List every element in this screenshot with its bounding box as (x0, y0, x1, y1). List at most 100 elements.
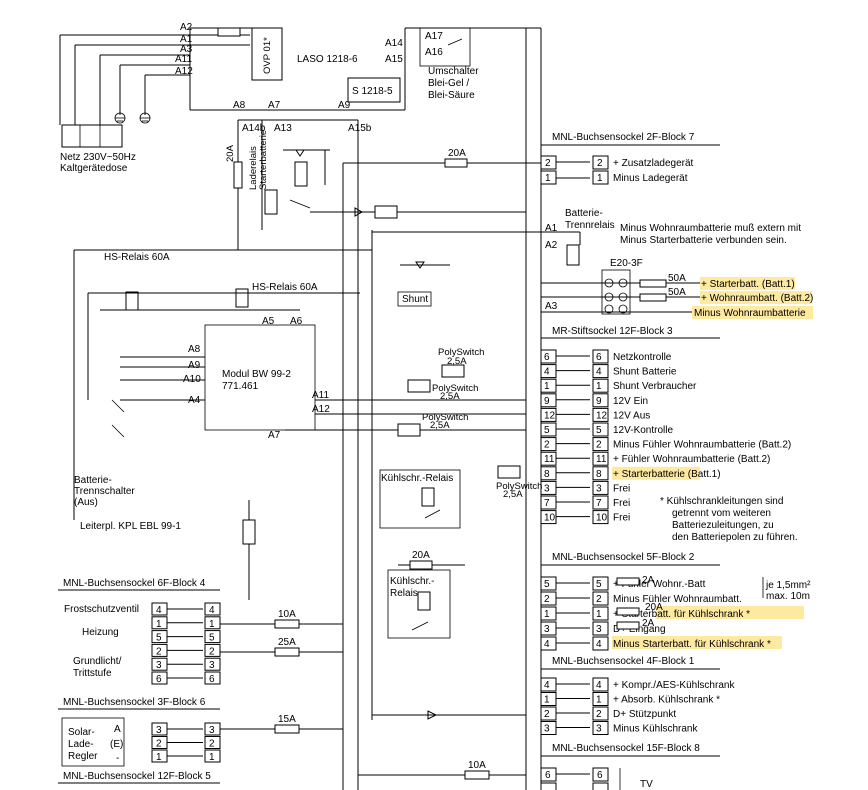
trenn-note-2: Minus Starterbatterie verbunden sein. (620, 235, 787, 246)
trennschalter-3: (Aus) (74, 497, 98, 508)
block3-pin-left: 4 (544, 367, 550, 378)
terminal-a2: A2 (180, 22, 193, 33)
main-buses (237, 27, 542, 790)
diode-icon (415, 261, 425, 269)
block2-pin-right: 4 (596, 639, 602, 650)
block4-pin-right: 3 (209, 660, 215, 671)
block3-pin-right: 7 (596, 498, 602, 509)
block7-pin-right: 2 (597, 158, 603, 169)
top-section: Netz 230V~50Hz Kaltgerätedose A2 A1 A3 A… (59, 22, 541, 219)
block3-pin-left: 6 (544, 352, 550, 363)
shunt-box (397, 291, 432, 307)
kuehl-note-2: getrennt vom weiteren (672, 508, 771, 519)
module-label-1: Modul BW 99-2 (222, 369, 291, 380)
block3-pin-right: 10 (596, 513, 608, 524)
laderelais-coil (264, 189, 278, 215)
terminal-a9: A9 (338, 100, 351, 111)
hs-relay-1-label: HS-Relais 60A (104, 252, 170, 263)
block3-pin-right: 1 (596, 381, 602, 392)
block3-label: 12V Aus (613, 410, 650, 421)
block2-fuse-3: 2A (642, 618, 655, 629)
block3-pin-left: 7 (544, 498, 550, 509)
block2-pin-right: 5 (596, 579, 602, 590)
block3-pin-right: 2 (596, 440, 602, 451)
block8-title: MNL-Buchsensockel 15F-Block 8 (552, 743, 700, 754)
left-area: Batterie- Trennschalter (Aus) Leiterpl. … (74, 475, 256, 600)
block3-label: Frei (613, 513, 630, 524)
kuehl-relay-frame (379, 469, 461, 529)
block4-pin-left: 6 (156, 674, 162, 685)
block2-label: Minus Starterbatt. für Kühlschrank * (613, 639, 771, 650)
terminal-a11: A11 (175, 54, 192, 65)
block3-pin-left: 8 (544, 469, 550, 480)
block1-label: D+ Stützpunkt (613, 709, 676, 720)
block3-label: Netzkontrolle (613, 352, 672, 363)
out-minus-wohnraum: Minus Wohnraumbatterie (694, 308, 806, 319)
kuehl-note-4: den Batteriepolen zu führen. (672, 532, 798, 543)
block2-note-2: max. 10m (766, 591, 810, 602)
fuse-50a (639, 293, 667, 302)
fuse-50a-label-2: 50A (668, 287, 686, 298)
block3-label: Minus Fühler Wohnraumbatterie (Batt.2) (613, 440, 791, 451)
block4: MNL-Buchsensockel 6F-Block 4 Frostschutz… (58, 578, 343, 685)
block8-pin-left: 6 (545, 770, 551, 781)
grundlicht-label-1: Grundlicht/ (73, 656, 122, 667)
ptc-resistor (242, 519, 256, 545)
laderelais-label-2: Starterbatterie (258, 130, 269, 190)
block2-fuse-2: 20A (645, 602, 663, 613)
block2-label: + Fühler Wohnr.-Batt (613, 579, 706, 590)
block1-label: Minus Kühlschrank (613, 724, 698, 735)
pin-a7: A7 (268, 430, 281, 441)
terminal-a13: A13 (274, 123, 292, 134)
block4-pin-right: 5 (209, 633, 215, 644)
hs-relay-1-coil (125, 291, 139, 311)
block8-tv-label: TV (640, 779, 653, 790)
block2-label: + Starterbatt. für Kühlschrank * (613, 609, 750, 620)
pin-a5: A5 (262, 316, 275, 327)
trenn-a2: A2 (545, 240, 558, 251)
block5-title: MNL-Buchsensockel 12F-Block 5 (63, 771, 211, 782)
kuehl-fuse-label: 20A (412, 550, 430, 561)
polyswitch (497, 465, 521, 479)
kuehl-relay-2-label-2: Relais (390, 588, 418, 599)
block3-title: MR-Stiftsockel 12F-Block 3 (552, 326, 673, 337)
block2-label: Minus Fühler Wohnraumbatt. (613, 594, 742, 605)
block4-pin-left: 3 (156, 660, 162, 671)
fuse-25a-label: 25A (278, 637, 296, 648)
s-label: S 1218-5 (352, 86, 393, 97)
hs-relay-2-coil (235, 288, 249, 308)
polyswitch-value: 2,5A (503, 489, 523, 500)
terminal-a1: A1 (180, 34, 193, 45)
block1-pin-right: 2 (596, 709, 602, 720)
terminal-a7: A7 (268, 100, 281, 111)
polyswitch-value: 2,5A (440, 391, 460, 402)
regler-label-3: Regler (68, 751, 98, 762)
terminal-a15-lower: A15b (348, 123, 372, 134)
trenn-label-1: Batterie- (565, 208, 603, 219)
terminal-a15: A15 (385, 54, 403, 65)
netz-label-2: Kaltgerätedose (60, 163, 128, 174)
regler-label-2: Lade- (68, 739, 94, 750)
block7-label: + Zusatzladegerät (613, 158, 694, 169)
module-bw99 (204, 324, 316, 431)
relay-coil (294, 161, 308, 187)
kuehl-section: Kühlschr.-Relais 20A Kühlschr.- Relais (372, 261, 526, 720)
block3-label: Shunt Verbraucher (613, 381, 697, 392)
block6-pin-right: 2 (209, 739, 215, 750)
regler-mark-minus: - (116, 753, 119, 764)
block1-pin-right: 4 (596, 680, 602, 691)
pin-a6: A6 (290, 316, 303, 327)
block3-label: 12V Ein (613, 396, 648, 407)
polyswitch-value: 2,5A (447, 356, 467, 367)
regler-label-1: Solar- (68, 727, 95, 738)
fuse-25a (274, 647, 300, 657)
block1-label: + Kompr./AES-Kühlschrank (613, 680, 735, 691)
block3-pin-left: 11 (544, 454, 555, 465)
fuse-10a-bottom (464, 770, 490, 780)
trenn-a3: A3 (545, 301, 558, 312)
terminal-a14: A14 (385, 38, 403, 49)
shunt-label: Shunt (402, 294, 428, 305)
pin-a8: A8 (188, 344, 201, 355)
